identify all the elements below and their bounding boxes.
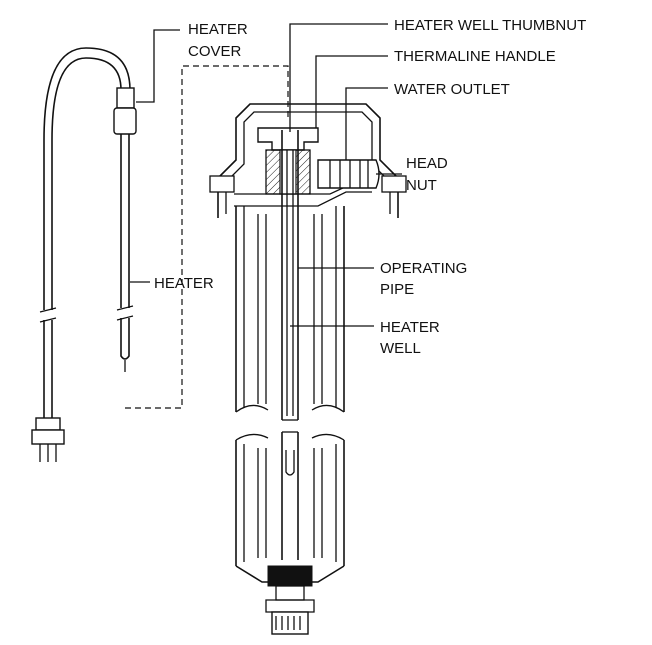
standpipe-lower	[235, 431, 345, 566]
label-water-outlet: WATER OUTLET	[394, 81, 510, 98]
label-head-nut-line1: HEAD	[406, 155, 448, 172]
leader-lines	[130, 23, 402, 327]
heater-cover-outline	[125, 65, 289, 409]
label-heater: HEATER	[154, 275, 214, 292]
valve-base	[235, 565, 345, 635]
label-heater-cover-line2: COVER	[188, 43, 242, 60]
operating-pipe	[281, 130, 299, 421]
label-operating-pipe-line1: OPERATING	[380, 260, 467, 277]
label-head-nut-line2: NUT	[406, 177, 437, 194]
label-heater-well-line1: HEATER	[380, 319, 440, 336]
heater-cord	[39, 47, 131, 418]
label-heater-cover-line1: HEATER	[188, 21, 248, 38]
label-thermaline-handle: THERMALINE HANDLE	[394, 48, 556, 65]
label-heater-well-thumbnut: HEATER WELL THUMBNUT	[394, 17, 586, 34]
label-heater-well-line2: WELL	[380, 340, 421, 357]
hydrant-head	[209, 103, 407, 218]
label-operating-pipe-line2: PIPE	[380, 281, 414, 298]
standpipe-upper	[235, 206, 345, 413]
plug-icon	[31, 417, 65, 462]
water-outlet-nozzle	[317, 159, 380, 189]
heater-element	[113, 87, 137, 372]
